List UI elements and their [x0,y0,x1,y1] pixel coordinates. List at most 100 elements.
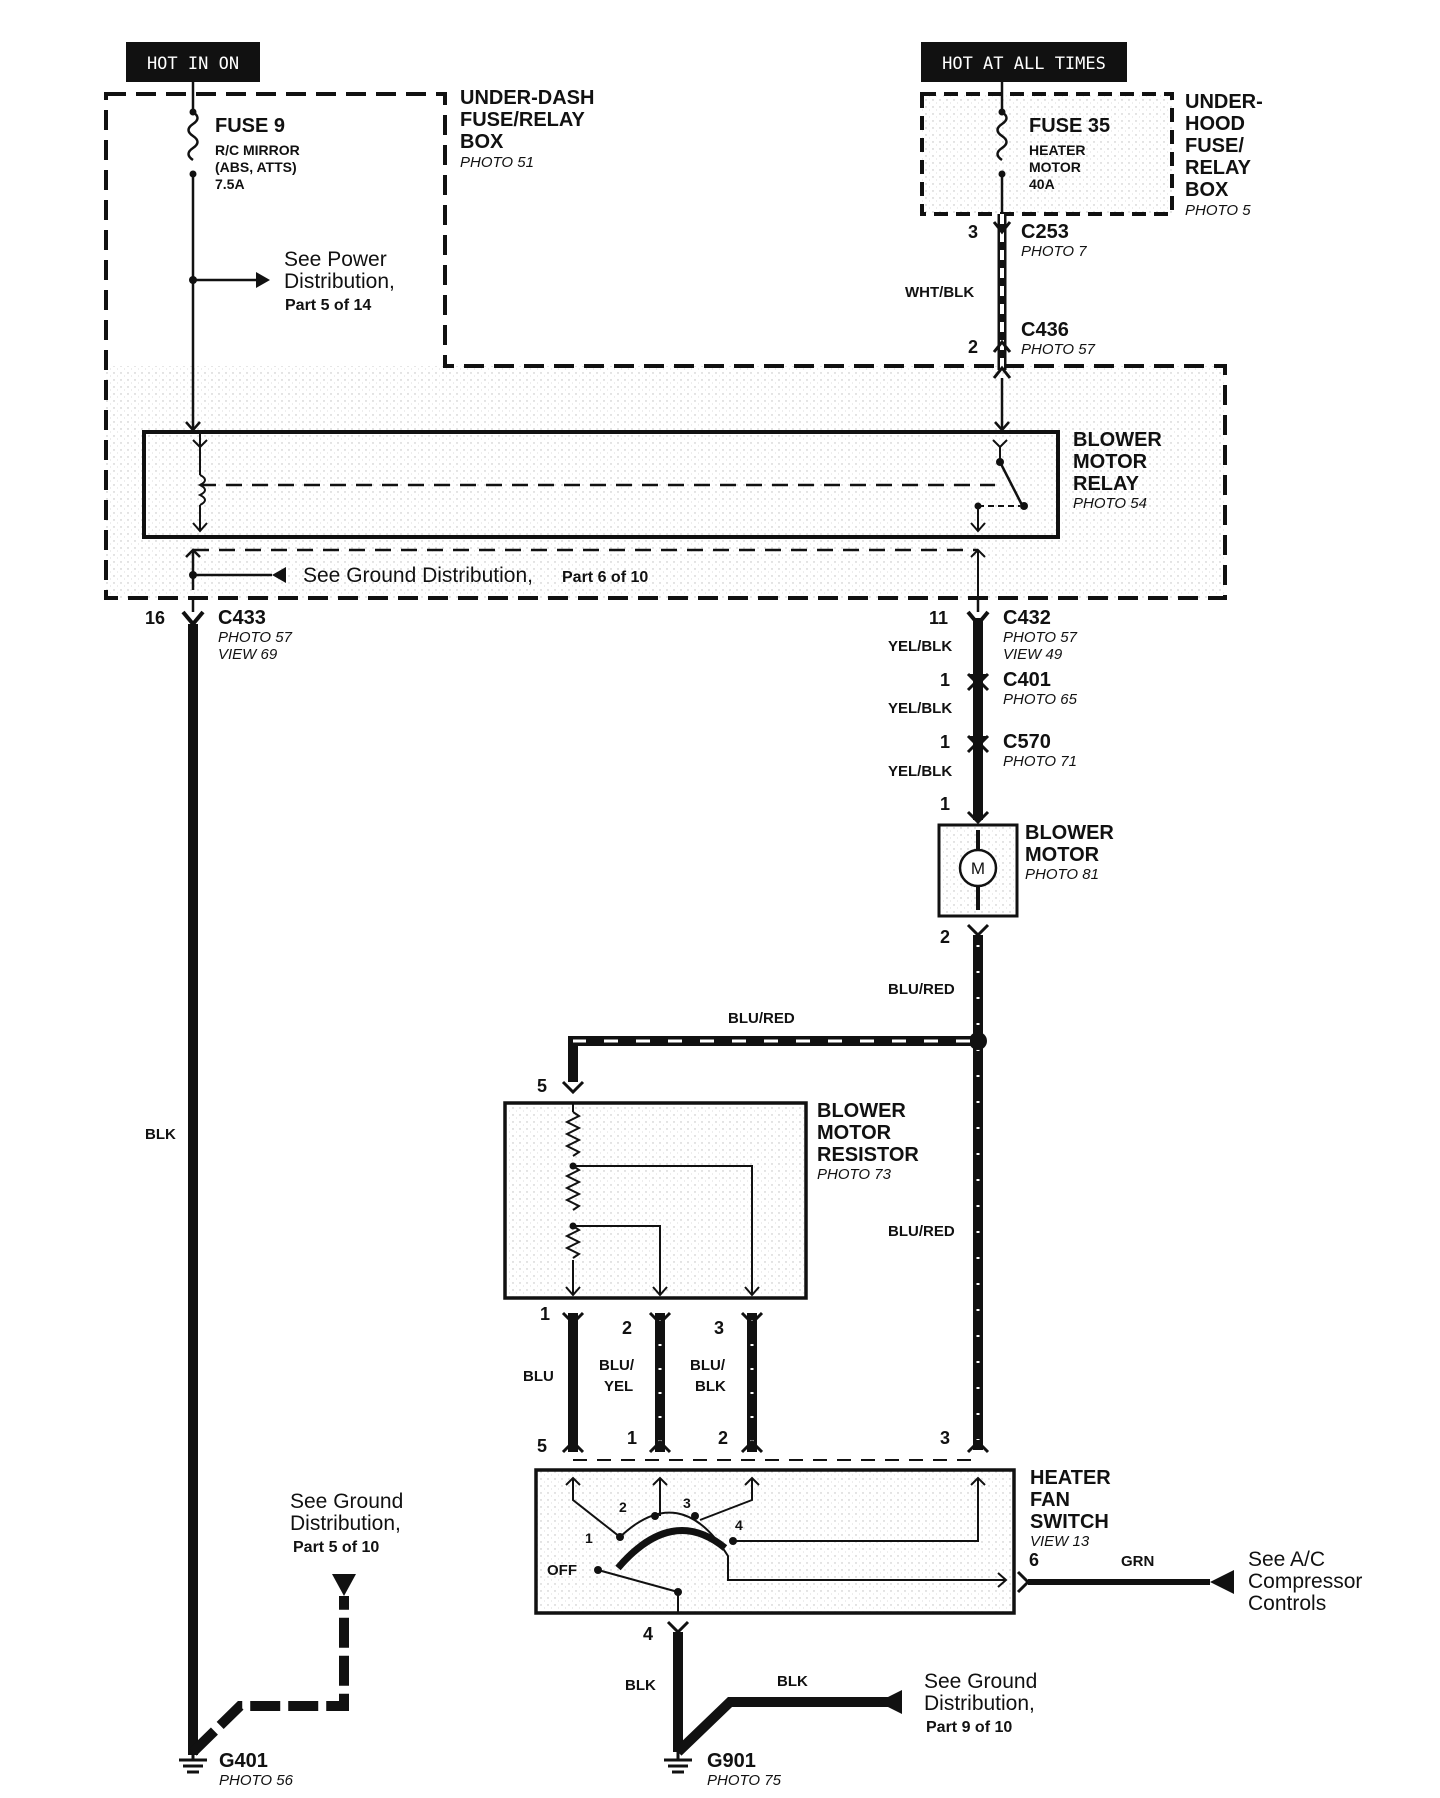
ground-g901: 4 BLK BLK G901 PHOTO 75 [625,1620,902,1789]
svg-text:BLK: BLK [695,1378,726,1395]
svg-text:MOTOR: MOTOR [817,1122,892,1144]
svg-text:YEL/BLK: YEL/BLK [888,763,952,780]
ground-g401: G401 PHOTO 56 [179,1574,356,1789]
svg-text:G401: G401 [219,1750,268,1772]
svg-text:YEL/BLK: YEL/BLK [888,700,952,717]
wire-yel-blk: YEL/BLK YEL/BLK YEL/BLK [888,598,990,825]
fuse-9: FUSE 9 R/C MIRROR (ABS, ATTS) 7.5A [187,82,300,430]
svg-text:GRN: GRN [1121,1553,1154,1570]
svg-text:HEATER: HEATER [1030,1467,1111,1489]
svg-text:BLU/RED: BLU/RED [888,981,955,998]
svg-text:(ABS, ATTS): (ABS, ATTS) [215,159,297,175]
fuse-35: FUSE 35 HEATER MOTOR 40A [996,82,1110,214]
svg-text:BLK: BLK [145,1126,176,1143]
wire-wht-blk: WHT/BLK [905,214,1012,379]
svg-text:MOTOR: MOTOR [1025,844,1100,866]
svg-text:MOTOR: MOTOR [1073,451,1148,473]
svg-text:5: 5 [537,1436,547,1456]
svg-text:HEATER: HEATER [1029,142,1086,158]
ground-ref-right: See Ground Distribution, Part 9 of 10 [924,1670,1037,1736]
svg-text:See Ground: See Ground [290,1490,403,1513]
svg-text:MOTOR: MOTOR [1029,159,1081,175]
blower-motor: M BLOWER MOTOR PHOTO 81 [937,822,1114,918]
svg-text:PHOTO 65: PHOTO 65 [1003,691,1078,708]
svg-text:YEL: YEL [604,1378,633,1395]
svg-text:BLU: BLU [523,1368,554,1385]
svg-text:See A/C: See A/C [1248,1548,1325,1571]
svg-text:FUSE/RELAY: FUSE/RELAY [460,109,586,131]
svg-text:VIEW 13: VIEW 13 [1030,1533,1090,1550]
connector-c401: 1 C401 PHOTO 65 [940,669,1078,708]
svg-text:C432: C432 [1003,607,1051,629]
svg-text:VIEW 69: VIEW 69 [218,646,278,663]
ground-ref-left: See Ground Distribution, Part 5 of 10 [290,1490,403,1556]
svg-text:1: 1 [627,1428,637,1448]
svg-text:2: 2 [619,1499,627,1515]
svg-text:Distribution,: Distribution, [290,1512,401,1535]
svg-text:RELAY: RELAY [1185,157,1252,179]
svg-text:1: 1 [585,1530,593,1546]
svg-text:PHOTO 57: PHOTO 57 [218,629,293,646]
wire-blk-left: BLK [145,598,198,1755]
svg-text:BOX: BOX [1185,179,1229,201]
svg-text:PHOTO 57: PHOTO 57 [1021,341,1096,358]
svg-text:PHOTO 71: PHOTO 71 [1003,753,1077,770]
svg-text:Part 5 of 14: Part 5 of 14 [285,297,371,314]
motor-pin-1: 1 [940,794,950,814]
motor-pin-2: 2 [940,927,950,947]
svg-text:C436: C436 [1021,319,1069,341]
wire-blu-red-motor: BLU/RED BLU/RED [888,923,990,1450]
svg-text:BLU/RED: BLU/RED [888,1223,955,1240]
svg-text:5: 5 [537,1076,547,1096]
svg-text:16: 16 [145,608,165,628]
svg-text:PHOTO 54: PHOTO 54 [1073,495,1147,512]
svg-text:6: 6 [1029,1550,1039,1570]
svg-text:Part 5 of 10: Part 5 of 10 [293,1539,379,1556]
svg-text:4: 4 [643,1624,653,1644]
svg-text:4: 4 [735,1517,743,1533]
svg-text:PHOTO 51: PHOTO 51 [460,154,534,171]
svg-text:HOT IN ON: HOT IN ON [147,54,239,74]
svg-text:BLK: BLK [777,1673,808,1690]
svg-text:FUSE 9: FUSE 9 [215,115,285,137]
connector-c436: 2 C436 PHOTO 57 [968,319,1096,358]
svg-text:PHOTO 7: PHOTO 7 [1021,243,1087,260]
connector-c570: 1 C570 PHOTO 71 [940,731,1077,770]
svg-text:See Power: See Power [284,248,387,271]
svg-text:PHOTO 81: PHOTO 81 [1025,866,1099,883]
svg-text:OFF: OFF [547,1562,577,1579]
svg-text:G901: G901 [707,1750,756,1772]
svg-text:Distribution,: Distribution, [924,1692,1035,1715]
svg-text:WHT/BLK: WHT/BLK [905,284,974,301]
svg-text:Part 9 of 10: Part 9 of 10 [926,1719,1012,1736]
svg-text:FAN: FAN [1030,1489,1070,1511]
svg-text:1: 1 [940,732,950,752]
svg-text:PHOTO 73: PHOTO 73 [817,1166,892,1183]
svg-text:Part 6 of 10: Part 6 of 10 [562,569,648,586]
svg-text:See Ground Distribution,: See Ground Distribution, [303,564,533,587]
connector-c432: 11 C432 PHOTO 57 VIEW 49 [929,607,1078,663]
svg-text:C570: C570 [1003,731,1051,753]
svg-text:HOOD: HOOD [1185,113,1245,135]
svg-text:Distribution,: Distribution, [284,270,395,293]
svg-text:RELAY: RELAY [1073,473,1140,495]
svg-text:C433: C433 [218,607,266,629]
svg-text:2: 2 [968,337,978,357]
svg-text:FUSE/: FUSE/ [1185,135,1244,157]
svg-text:C253: C253 [1021,221,1069,243]
svg-text:3: 3 [683,1495,691,1511]
svg-text:BLU/RED: BLU/RED [728,1010,795,1027]
hot-at-all-times-tag: HOT AT ALL TIMES [921,42,1127,82]
heater-fan-switch: 1 2 3 4 OFF HEATER FAN SWITCH VIEW 13 [534,1467,1111,1615]
blower-motor-relay: BLOWER MOTOR RELAY PHOTO 54 [142,429,1162,539]
connector-c253: 3 C253 PHOTO 7 [968,221,1087,260]
connector-c433: 16 C433 PHOTO 57 VIEW 69 [145,607,293,663]
power-distribution-ref: See Power Distribution, Part 5 of 14 [189,248,395,314]
svg-text:2: 2 [622,1318,632,1338]
svg-text:FUSE 35: FUSE 35 [1029,115,1110,137]
svg-text:UNDER-DASH: UNDER-DASH [460,87,594,109]
svg-text:RESISTOR: RESISTOR [817,1144,919,1166]
svg-text:BLU/: BLU/ [599,1357,635,1374]
svg-text:3: 3 [940,1428,950,1448]
